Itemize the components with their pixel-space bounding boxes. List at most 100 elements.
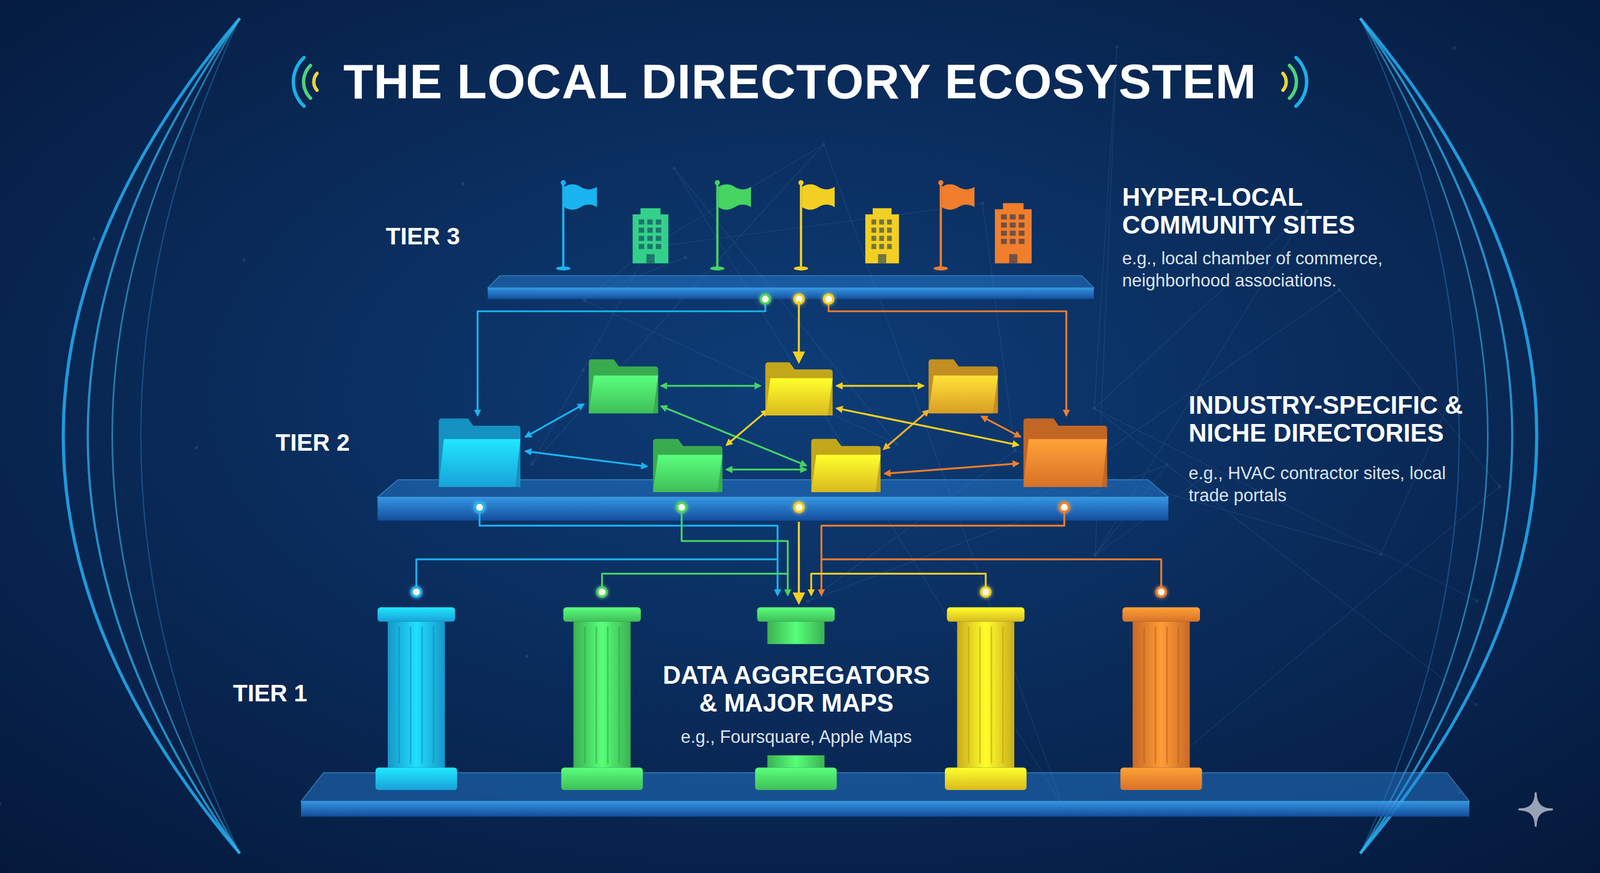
- pillar-flute: [1002, 626, 1004, 764]
- platform-front: [377, 497, 1169, 521]
- building-top: [1002, 202, 1024, 211]
- folder-back: [765, 362, 833, 416]
- building-window: [886, 219, 892, 225]
- building-window: [886, 227, 892, 233]
- building-window: [647, 227, 653, 233]
- pillar-cap: [377, 607, 455, 622]
- side-arc: [87, 18, 240, 853]
- flag-icon: [793, 180, 835, 271]
- tier-region: TIER 1DATA AGGREGATORS & MAJOR MAPSe.g.,…: [215, 603, 1483, 819]
- folder-back: [811, 438, 881, 492]
- building-window: [1009, 230, 1016, 236]
- building-window: [647, 235, 653, 241]
- network-dot: [980, 201, 985, 206]
- network-texture: [0, 45, 1502, 808]
- building-window: [1001, 222, 1007, 228]
- platform-glow: [377, 496, 1169, 499]
- flag-pole: [939, 183, 943, 268]
- flow-line: [836, 384, 924, 387]
- building-door: [646, 253, 655, 264]
- glow-dot: [1156, 587, 1166, 597]
- building-icon: [632, 207, 669, 264]
- tier-label: TIER 3: [385, 223, 461, 250]
- pillar-flute: [618, 626, 620, 764]
- flow-line: [525, 451, 648, 467]
- network-dot: [0, 801, 2, 806]
- pillar-flute: [990, 626, 993, 764]
- folder-icon: [588, 359, 658, 414]
- flag-cloth: [942, 184, 975, 210]
- flow-line: [836, 407, 1019, 445]
- pillar-flute: [978, 626, 981, 764]
- flag-icon: [556, 180, 598, 271]
- pillar-base: [944, 767, 1027, 791]
- building-window: [638, 243, 645, 249]
- pillar-flute: [1165, 626, 1168, 764]
- glow-dot: [475, 502, 485, 512]
- flow-line: [981, 416, 1021, 437]
- pillar-shaft: [387, 621, 445, 768]
- building-window: [1009, 238, 1016, 244]
- pillar-cap: [757, 607, 835, 622]
- building-window: [638, 227, 645, 233]
- folder-icon: [1023, 418, 1107, 487]
- flag-cloth: [564, 184, 597, 210]
- building-window: [886, 243, 892, 249]
- flag-icon: [710, 180, 752, 271]
- network-dot: [1378, 552, 1383, 556]
- glow-dot: [411, 587, 422, 597]
- glow-dot: [677, 502, 687, 512]
- flow-line: [726, 410, 768, 445]
- title-wave: [291, 55, 306, 108]
- platform-front: [487, 287, 1094, 299]
- network-dot: [525, 654, 529, 658]
- pillar-flute: [398, 626, 400, 764]
- pillar-cap: [1122, 607, 1200, 622]
- network-line: [584, 300, 898, 444]
- network-line: [648, 144, 824, 248]
- building-door: [1009, 253, 1018, 264]
- glow-dot: [1059, 502, 1069, 512]
- building-window: [1009, 214, 1016, 220]
- flag-pole: [716, 183, 719, 268]
- platform-glow: [301, 800, 1470, 803]
- pillar-flute: [606, 626, 609, 764]
- flow-line: [479, 507, 778, 595]
- sparkle-watermark: [1519, 792, 1552, 825]
- pillar-cap: [947, 607, 1025, 622]
- folder-front: [765, 378, 833, 416]
- flag-icon: [933, 180, 975, 271]
- glow-dot: [981, 587, 991, 597]
- tier-example: e.g., HVAC contractor sites, local trade…: [1188, 462, 1468, 507]
- flow-line: [811, 573, 986, 595]
- flag-cloth: [718, 184, 751, 210]
- network-line: [648, 203, 983, 248]
- tier-region: TIER 3HYPER-LOCAL COMMUNITY SITESe.g., l…: [363, 170, 1445, 302]
- pillar-flute: [1143, 626, 1145, 764]
- flag-pole: [800, 183, 803, 268]
- pillar-base: [1120, 767, 1203, 791]
- network-line: [1094, 211, 1307, 409]
- building-window: [1001, 230, 1007, 236]
- folder-icon: [811, 438, 881, 492]
- flag-knob: [938, 180, 944, 186]
- flag-knob: [798, 180, 804, 186]
- network-line: [582, 247, 649, 370]
- pillar-flute: [409, 626, 412, 764]
- platform-glow: [487, 286, 1094, 289]
- network-dot: [806, 599, 810, 603]
- tier-connector: [797, 521, 800, 603]
- pillar-flute: [967, 626, 970, 764]
- building-window: [878, 243, 884, 249]
- flow-line: [661, 384, 761, 387]
- network-dot: [581, 368, 585, 372]
- pillar-flute: [1177, 626, 1180, 764]
- building-window: [638, 235, 645, 241]
- building-window: [647, 243, 653, 249]
- side-arc: [112, 18, 240, 853]
- tier-example: e.g., local chamber of commerce, neighbo…: [1122, 247, 1429, 293]
- flow-line: [821, 507, 1065, 595]
- network-line: [1167, 486, 1500, 766]
